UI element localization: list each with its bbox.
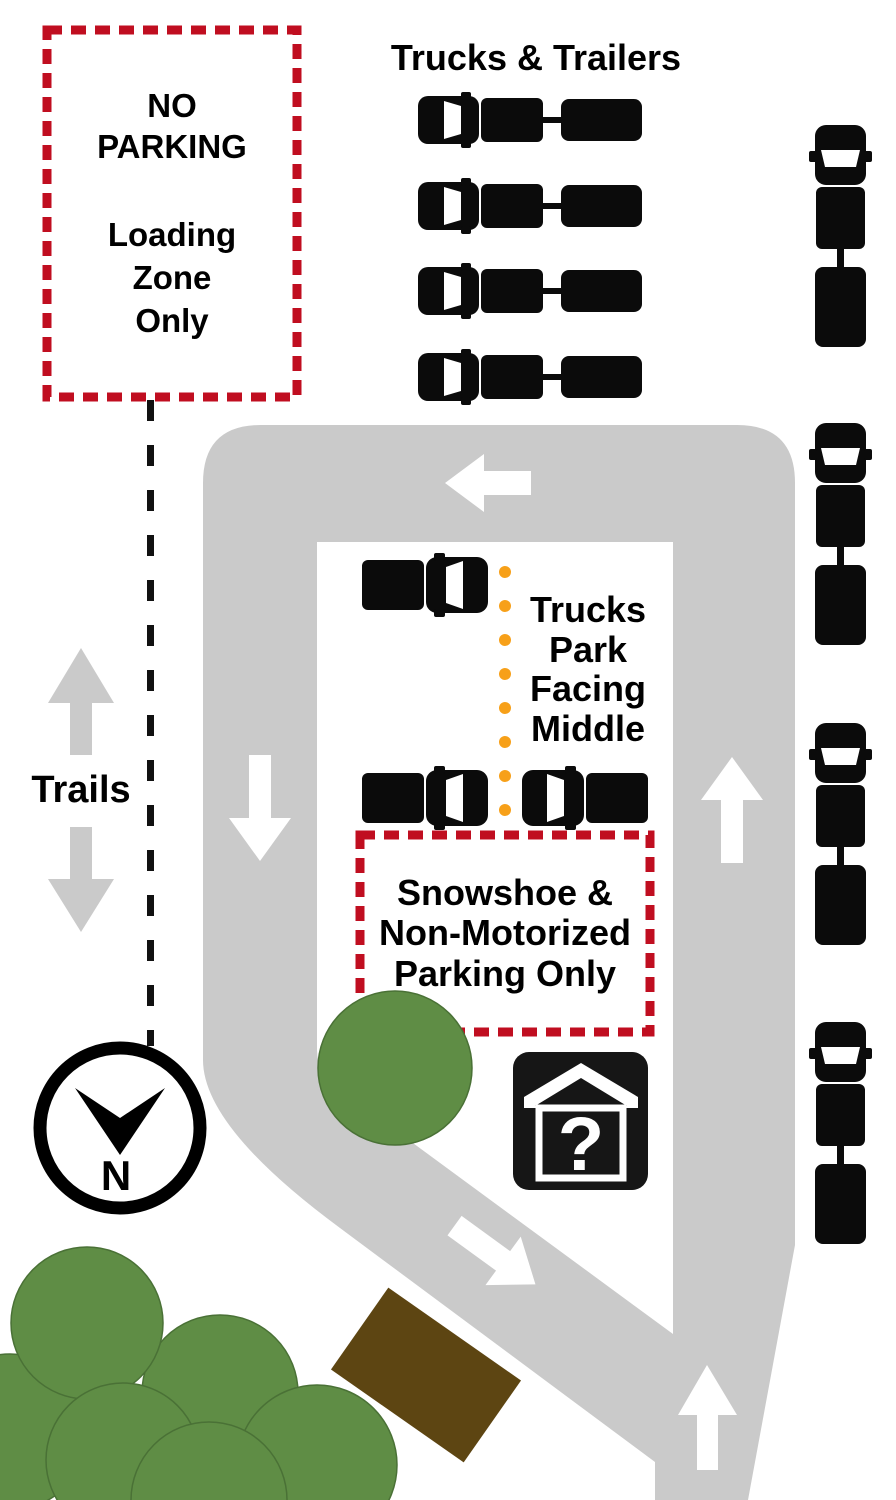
note-line: Park: [549, 629, 628, 670]
north-compass-icon: N: [33, 1041, 207, 1215]
note-line: Facing: [530, 668, 646, 709]
info-kiosk-icon: ?: [513, 1052, 648, 1190]
trails-up-arrow-icon: [48, 648, 114, 755]
tree-icon: [10, 1246, 164, 1400]
tree-cluster: [0, 1246, 398, 1500]
snowshoe-line: Non-Motorized: [379, 912, 631, 953]
truck-trailer-icon: [418, 92, 642, 148]
building: [330, 1287, 522, 1463]
truck-trailer-icon: [809, 423, 872, 645]
truck-park-note: Trucks Park Facing Middle: [530, 589, 646, 749]
trails-label: Trails: [31, 769, 130, 811]
truck-trailer-icon: [418, 349, 642, 405]
pickup-truck-icon: [362, 553, 488, 617]
snowshoe-line: Snowshoe &: [397, 872, 613, 913]
road-loop: [203, 425, 795, 1500]
no-parking-line: PARKING: [97, 128, 247, 165]
snowshoe-parking-sign: Snowshoe & Non-Motorized Parking Only: [355, 830, 655, 1037]
trails-down-arrow-icon: [48, 827, 114, 932]
snowshoe-line: Parking Only: [394, 953, 616, 994]
note-line: Middle: [531, 708, 645, 749]
tree-icon: [317, 990, 473, 1146]
no-parking-line: Loading: [108, 216, 236, 253]
truck-trailer-icon: [809, 125, 872, 347]
trails-legend: Trails: [31, 648, 131, 932]
truck-trailer-icon: [418, 178, 642, 234]
road-arrow-left-icon: [445, 454, 531, 512]
no-parking-line: NO: [147, 87, 197, 124]
road-arrow-down-icon: [229, 755, 291, 861]
no-parking-sign: NO PARKING Loading Zone Only: [42, 25, 302, 402]
truck-trailer-icon: [809, 1022, 872, 1244]
road-arrow-up-icon: [701, 757, 763, 863]
truck-trailer-icon: [418, 263, 642, 319]
exit-arrow-up-icon: [678, 1365, 737, 1470]
exit-arrow-diagonal-icon: [447, 1215, 536, 1286]
truck-trailer-icon: [809, 723, 872, 945]
north-arrow-icon: [75, 1088, 165, 1155]
lane-divider-dots: [499, 566, 511, 816]
pickup-truck-icon: [522, 766, 648, 830]
tree-icon: [130, 1421, 288, 1500]
compass-n-label: N: [101, 1152, 131, 1199]
no-parking-line: Zone: [133, 259, 212, 296]
question-mark: ?: [558, 1102, 604, 1187]
no-parking-line: Only: [135, 302, 209, 339]
pickup-truck-icon: [362, 766, 488, 830]
note-line: Trucks: [530, 589, 646, 630]
trucks-trailers-title: Trucks & Trailers: [391, 37, 681, 78]
